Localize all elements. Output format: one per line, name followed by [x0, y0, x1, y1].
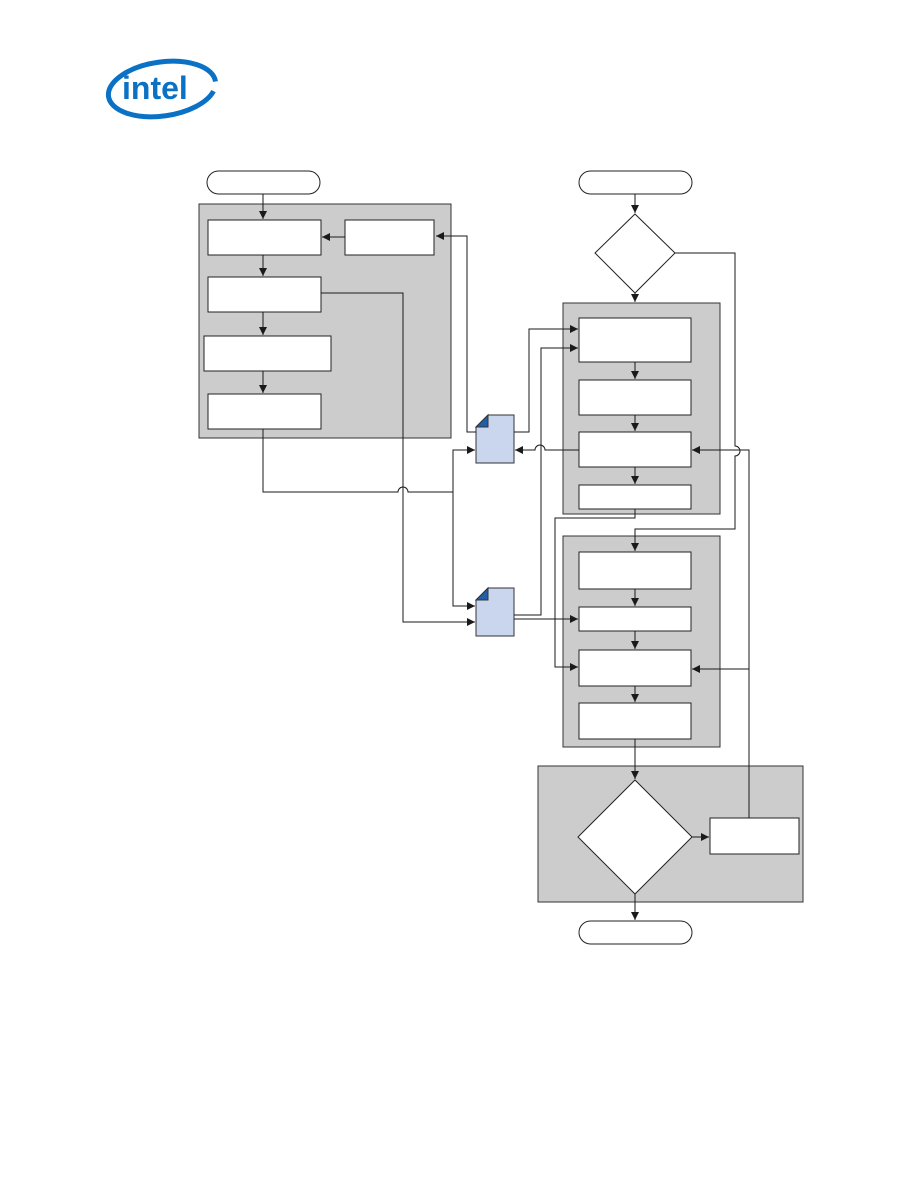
left-box-2	[207, 276, 322, 313]
group-a-box-4	[578, 484, 692, 510]
left-box-3	[203, 335, 332, 372]
end-terminator	[578, 920, 693, 945]
group-b-box-3	[578, 649, 692, 687]
connectors	[259, 194, 750, 920]
right-start-terminator	[578, 170, 693, 195]
logo-swoosh	[105, 58, 219, 120]
left-side-box	[344, 219, 435, 256]
group-b-box-4	[578, 702, 692, 740]
intel-logo: intel	[105, 58, 219, 120]
left-box-1	[207, 219, 322, 256]
document-icon-1	[474, 413, 515, 464]
top-decision	[594, 213, 676, 294]
bottom-side-box	[709, 817, 800, 855]
group-a-box-1	[578, 317, 692, 363]
logo-wordmark: intel	[122, 70, 188, 106]
group-a-box-2	[578, 379, 692, 416]
document-icon-2	[474, 586, 515, 637]
left-start-terminator	[206, 170, 321, 195]
group-a-box-3	[578, 431, 692, 468]
group-b-box-1	[578, 551, 692, 590]
left-box-4	[207, 393, 322, 430]
group-b-box-2	[578, 606, 692, 632]
